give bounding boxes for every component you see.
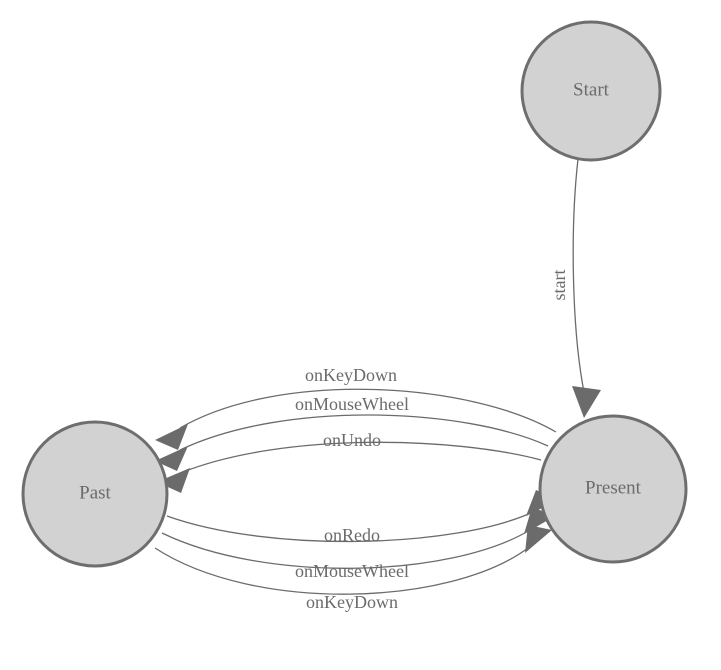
edge-path-present-past-3	[182, 441, 542, 473]
edge-label-onkeydown-top: onKeyDown	[305, 365, 397, 385]
edge-past-to-present-onkeydown[interactable]	[154, 525, 552, 595]
node-present-label: Present	[585, 477, 642, 498]
edge-label-onmousewheel-top: onMouseWheel	[295, 394, 409, 414]
node-present[interactable]: Present	[538, 414, 688, 564]
node-start-circle[interactable]	[520, 20, 662, 162]
edge-label-onkeydown-bottom: onKeyDown	[306, 592, 398, 612]
edge-path-past-present-1	[166, 511, 534, 543]
edge-present-to-past-onundo[interactable]	[157, 441, 542, 493]
node-past-circle[interactable]	[21, 420, 169, 568]
edge-path-past-present-2	[161, 529, 531, 569]
edge-label-onredo: onRedo	[324, 525, 380, 545]
node-start-label: Start	[573, 79, 610, 100]
arrowhead-start-present	[572, 386, 601, 418]
edge-path-present-past-2	[179, 414, 549, 451]
edge-path-start-present	[572, 158, 585, 393]
arrowhead-present-past-1	[155, 424, 188, 450]
edge-present-to-past-onmousewheel[interactable]	[155, 414, 549, 471]
edge-path-present-past-1	[179, 388, 557, 433]
edge-label-onundo: onUndo	[323, 430, 381, 450]
edge-start-to-present[interactable]: start	[549, 158, 601, 418]
arrowhead-past-present-3	[525, 525, 552, 553]
node-past-label: Past	[79, 482, 111, 503]
arrowhead-present-past-2	[155, 446, 188, 471]
node-present-circle[interactable]	[538, 414, 688, 564]
edge-present-to-past-onkeydown[interactable]	[155, 388, 557, 450]
node-start[interactable]: Start	[520, 20, 662, 162]
edge-label-onmousewheel-bottom: onMouseWheel	[295, 561, 409, 581]
node-past[interactable]: Past	[21, 420, 169, 568]
edge-path-past-present-3	[154, 547, 529, 595]
edge-label-start: start	[549, 270, 569, 301]
arrowhead-present-past-3	[157, 468, 190, 493]
